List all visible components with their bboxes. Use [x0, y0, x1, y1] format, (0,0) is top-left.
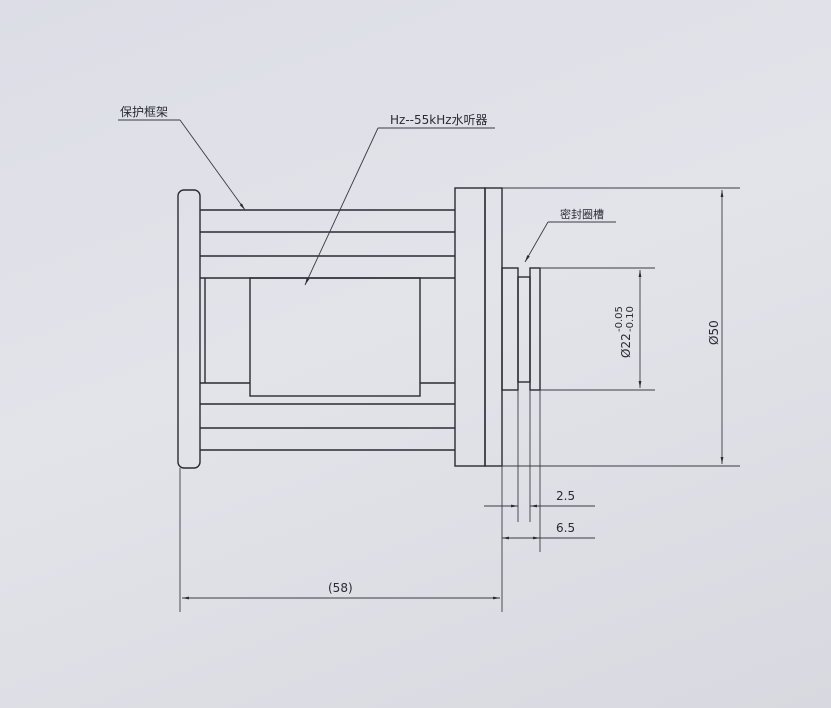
dim-step-length-label: 6.5 — [556, 521, 575, 535]
dim-inner-diameter-label: Ø22 — [619, 333, 633, 358]
dim-overall-length-label: (58) — [328, 581, 353, 595]
dim-outer-diameter-label: Ø50 — [707, 320, 721, 345]
leader-hydrophone — [304, 127, 495, 286]
dim-step-length — [501, 390, 595, 612]
dim-inner-diameter — [540, 267, 655, 391]
right-flange — [454, 187, 486, 467]
label-hydrophone: Hz--55kHz水听器 — [390, 113, 488, 127]
leader-frame — [118, 119, 246, 211]
label-seal-groove: 密封圈槽 — [560, 207, 604, 221]
seal-stem — [501, 267, 541, 391]
right-flange-inner — [484, 187, 503, 467]
dim-overall-length — [179, 468, 500, 612]
hydrophone-body — [249, 277, 421, 397]
dim-outer-diameter — [502, 187, 740, 467]
left-end-plate — [177, 189, 201, 469]
frame-bars — [200, 209, 455, 451]
dim-groove-width — [484, 390, 595, 522]
leader-seal-groove — [524, 221, 616, 263]
dim-groove-width-label: 2.5 — [556, 489, 575, 503]
dim-inner-tol-upper: -0.05 — [614, 306, 625, 332]
label-frame: 保护框架 — [120, 105, 168, 119]
dim-inner-tol-lower: -0.10 — [625, 306, 636, 332]
